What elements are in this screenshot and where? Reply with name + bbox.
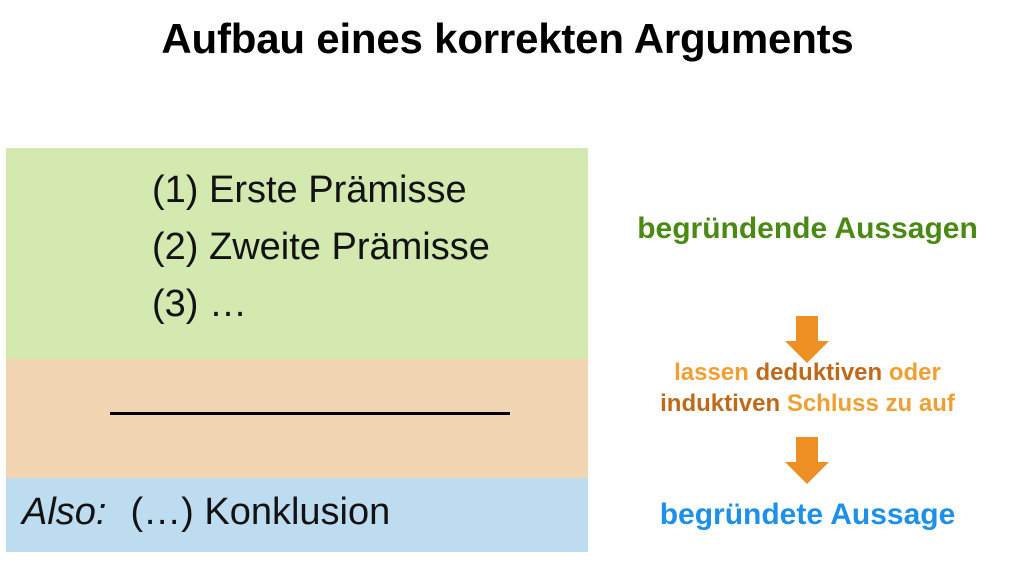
commentary-inference-line-2: induktiven Schluss zu auf — [600, 389, 1015, 420]
commentary-premises-label: begründende Aussagen — [637, 212, 978, 245]
inference-rule-line — [110, 412, 510, 415]
inference-word-schluss-zu-auf: Schluss zu auf — [786, 389, 955, 417]
premise-list: (1) Erste Prämisse (2) Zweite Prämisse (… — [152, 162, 490, 333]
conclusion-text: (…) Konklusion — [130, 491, 391, 533]
conclusion-band: Also: (…) Konklusion — [6, 478, 588, 552]
arrow-shaft — [796, 316, 818, 341]
inference-word-induktiven: induktiven — [660, 389, 787, 417]
arrow-head — [785, 462, 829, 484]
commentary-column: begründende Aussagen lassen deduktiven o… — [600, 148, 1015, 552]
premise-item-1: (1) Erste Prämisse — [152, 169, 467, 211]
inference-word-oder: oder — [888, 359, 941, 386]
arrow-down-icon-bottom — [785, 437, 829, 484]
argument-schema: (1) Erste Prämisse (2) Zweite Prämisse (… — [6, 148, 588, 552]
inference-band — [6, 359, 588, 478]
commentary-inference-line-1: lassen deduktiven oder — [600, 358, 1015, 389]
premise-item-2: (2) Zweite Prämisse — [152, 226, 490, 268]
arrow-head — [785, 341, 829, 363]
commentary-inference-label: lassen deduktiven oder induktiven Schlus… — [600, 358, 1015, 419]
inference-word-lassen: lassen — [674, 359, 756, 386]
arrow-down-icon-top — [785, 316, 829, 363]
inference-word-deduktiven: deduktiven — [755, 359, 889, 386]
arrow-shaft — [796, 437, 818, 462]
commentary-conclusion-label: begründete Aussage — [659, 498, 956, 531]
premises-band: (1) Erste Prämisse (2) Zweite Prämisse (… — [6, 148, 588, 359]
conclusion-marker: Also: — [22, 491, 107, 533]
premise-item-3: (3) … — [152, 283, 247, 325]
conclusion-line: Also: (…) Konklusion — [22, 491, 390, 534]
page-title: Aufbau eines korrekten Arguments — [161, 15, 854, 62]
